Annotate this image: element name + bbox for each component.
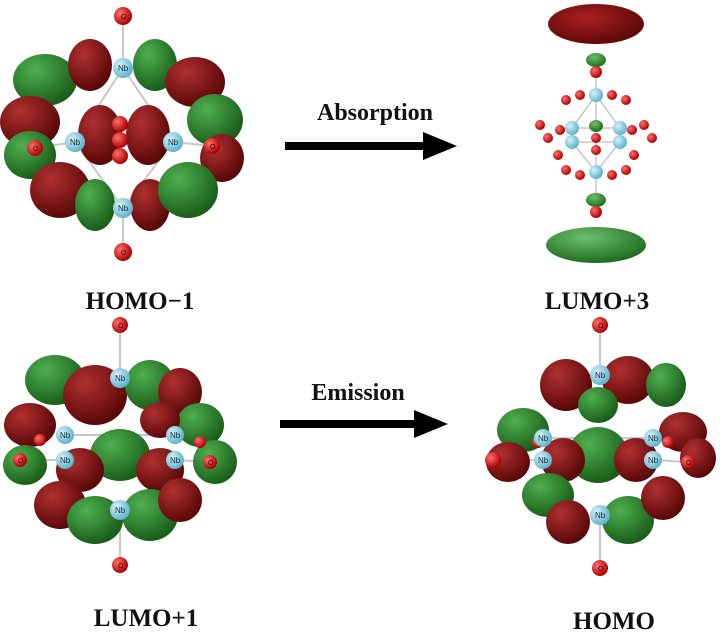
- orbital-lumo-plus-1: Nb Nb Nb Nb Nb Nb O O O O: [0, 310, 250, 590]
- svg-text:Nb: Nb: [118, 64, 129, 73]
- svg-text:Nb: Nb: [595, 371, 606, 380]
- svg-text:Nb: Nb: [118, 204, 129, 213]
- oxygen-atoms: [27, 7, 220, 261]
- orbital-lumo-plus-3: [520, 0, 690, 290]
- homo-structure: Nb Nb Nb Nb Nb Nb O O O: [485, 317, 716, 576]
- atom-labels: Nb Nb Nb Nb O O O O: [33, 14, 216, 257]
- label-lumo-plus-3: LUMO+3: [544, 288, 650, 315]
- atom-labels: Nb Nb Nb Nb Nb Nb O O O O: [18, 323, 214, 570]
- absorption-arrow: [285, 132, 457, 160]
- svg-text:O: O: [121, 14, 127, 21]
- homo-minus-1-structure: Nb Nb Nb Nb O O O O: [0, 7, 244, 261]
- svg-text:Nb: Nb: [170, 456, 181, 465]
- svg-text:O: O: [118, 323, 124, 330]
- svg-text:Nb: Nb: [538, 434, 549, 443]
- emission-arrow: [280, 410, 448, 438]
- svg-text:Nb: Nb: [648, 434, 659, 443]
- svg-text:O: O: [121, 250, 127, 257]
- label-homo-minus-1: HOMO−1: [85, 288, 195, 315]
- svg-text:O: O: [18, 458, 24, 465]
- orbital-homo-minus-1: Nb Nb Nb Nb O O O O: [0, 0, 250, 275]
- atom-labels: Nb Nb Nb Nb Nb Nb O O O: [538, 323, 692, 573]
- svg-text:O: O: [686, 460, 692, 467]
- lobes: [3, 355, 237, 544]
- svg-text:O: O: [118, 563, 124, 570]
- svg-text:Nb: Nb: [648, 456, 659, 465]
- emission-label: Emission: [311, 380, 405, 406]
- label-lumo-plus-1: LUMO+1: [93, 605, 199, 632]
- svg-text:Nb: Nb: [60, 456, 71, 465]
- svg-text:O: O: [598, 323, 604, 330]
- top-lobe: [548, 4, 644, 44]
- lumo-plus-1-structure: Nb Nb Nb Nb Nb Nb O O O O: [3, 317, 237, 573]
- svg-text:Nb: Nb: [70, 138, 81, 147]
- svg-text:O: O: [210, 144, 216, 151]
- svg-text:Nb: Nb: [595, 511, 606, 520]
- svg-text:O: O: [598, 566, 604, 573]
- svg-text:Nb: Nb: [115, 506, 126, 515]
- niobium-atoms: [65, 58, 183, 218]
- svg-text:O: O: [208, 460, 214, 467]
- lumo-plus-3-structure: [535, 4, 657, 263]
- svg-text:Nb: Nb: [60, 431, 71, 440]
- orbital-homo: Nb Nb Nb Nb Nb Nb O O O: [478, 310, 718, 590]
- bottom-lobe: [546, 227, 646, 263]
- lobes: [0, 39, 244, 231]
- label-homo: HOMO: [573, 608, 655, 635]
- svg-text:Nb: Nb: [170, 431, 181, 440]
- svg-text:O: O: [33, 146, 39, 153]
- svg-text:Nb: Nb: [168, 138, 179, 147]
- svg-text:Nb: Nb: [115, 374, 126, 383]
- svg-text:Nb: Nb: [538, 456, 549, 465]
- absorption-label: Absorption: [316, 100, 434, 126]
